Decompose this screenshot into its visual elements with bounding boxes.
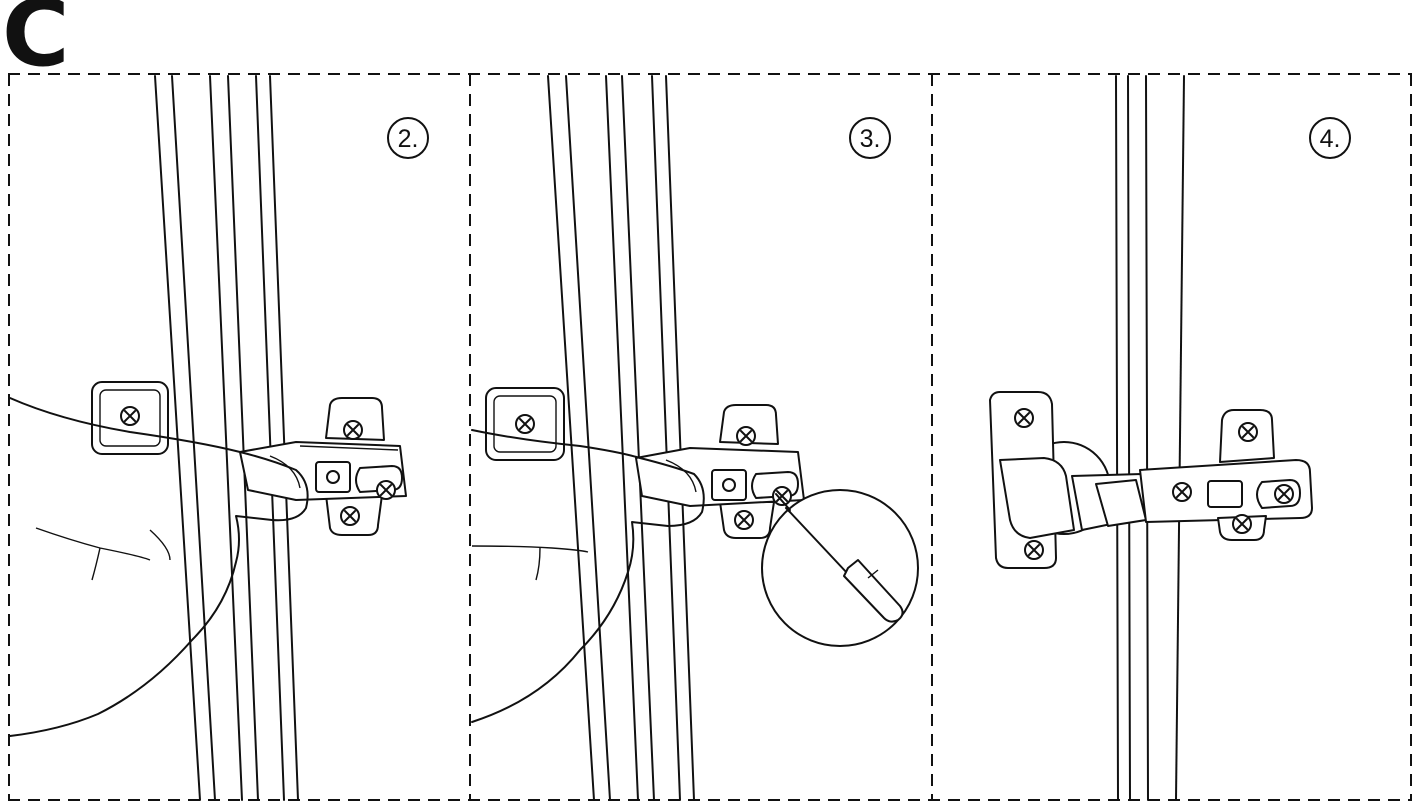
hand-illustration: [471, 429, 705, 723]
step-badge-3: [849, 117, 891, 159]
step-label-2: 2.: [398, 125, 419, 153]
step-label-3: 3.: [860, 125, 881, 153]
panel-step-4: 4.: [989, 75, 1351, 801]
panel-step-3: 3.: [471, 75, 919, 801]
screwdriver-detail-circle: [761, 489, 919, 647]
section-letter: C: [2, 0, 70, 87]
hinge-arm: [1071, 459, 1313, 531]
hinge-cup-plate: [485, 387, 565, 461]
mounting-plate: [719, 404, 779, 539]
step-badge-2: [387, 117, 429, 159]
hinge-arm: [239, 441, 407, 501]
panel-borders: [8, 73, 1412, 801]
hinge-cup-plate: [91, 381, 169, 455]
step-badge-4: [1309, 117, 1351, 159]
cabinet-frame-lines: [1115, 75, 1185, 801]
mounting-plate: [325, 397, 385, 536]
screwdriver-icon: [775, 493, 791, 511]
cabinet-frame-lines: [547, 75, 695, 801]
step-label-4: 4.: [1320, 125, 1341, 153]
cabinet-frame-lines: [154, 75, 299, 801]
panel-step-2: 2.: [9, 75, 429, 801]
mounting-plate: [1217, 409, 1275, 541]
hand-illustration: [9, 397, 309, 737]
